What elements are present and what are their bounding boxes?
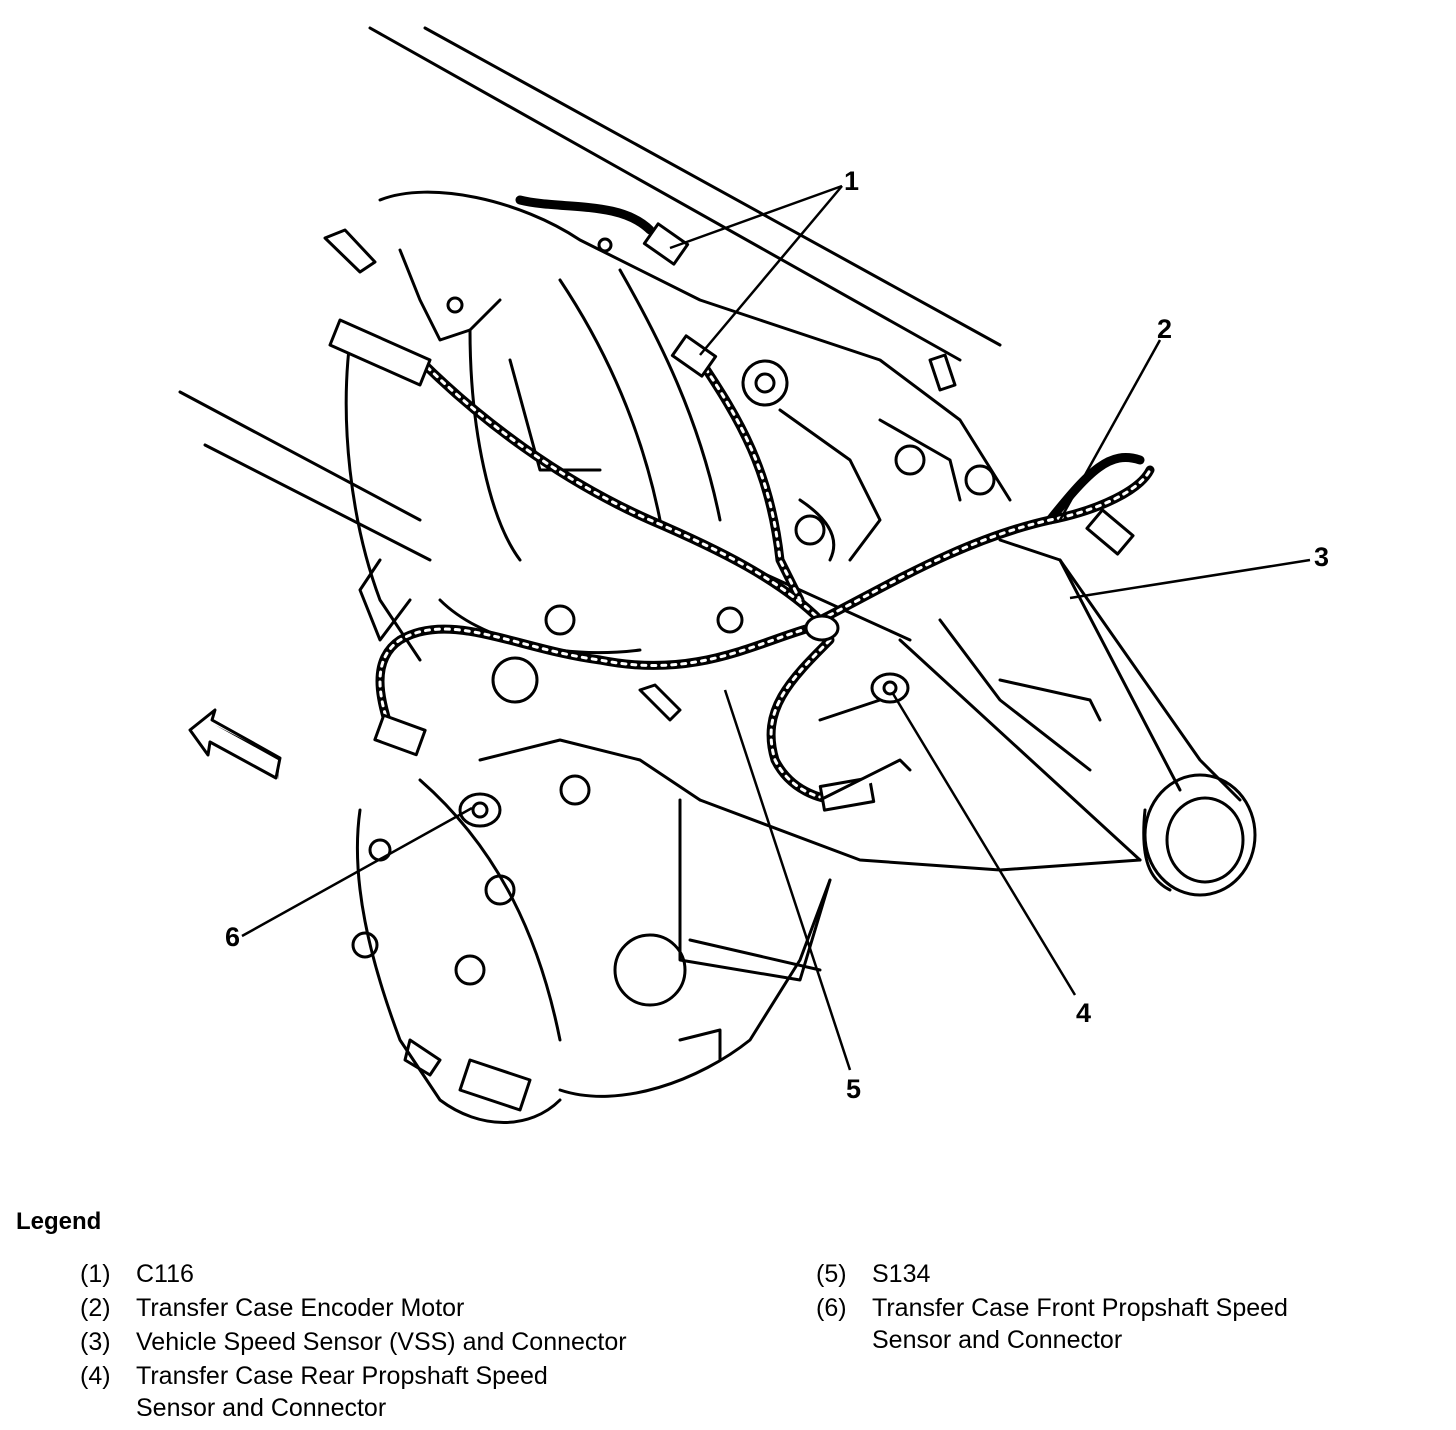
vent-tube [328, 318, 432, 387]
transmission-housing [344, 190, 1012, 662]
housing-bolts [323, 228, 996, 986]
legend-item-label: Transfer Case Encoder Motor [136, 1294, 465, 1322]
frame-rail [178, 26, 1002, 642]
legend-item-number: (4) [80, 1362, 111, 1390]
legend-item-label: Transfer Case Rear Propshaft Speed Senso… [136, 1362, 548, 1422]
legend-item-label: C116 [136, 1260, 194, 1288]
callout-5: 5 [846, 1074, 861, 1104]
connector-c116-lower [670, 334, 718, 378]
legend-item-number: (6) [816, 1294, 847, 1322]
rear-speed-sensor [870, 672, 910, 704]
wiring-harness [375, 195, 1155, 805]
rear-output-housing [898, 538, 1257, 897]
legend-item: (2) Transfer Case Encoder Motor [80, 1292, 720, 1324]
connector-c116-upper [642, 222, 690, 266]
connector-vss [1085, 508, 1135, 556]
callout-leaders [241, 184, 1311, 1071]
callout-3: 3 [1314, 542, 1329, 572]
legend-item: (4) Transfer Case Rear Propshaft Speed S… [80, 1360, 720, 1424]
callout-6: 6 [225, 922, 240, 952]
legend-item: (6) Transfer Case Front Propshaft Speed … [816, 1292, 1436, 1356]
legend: Legend (1) C116 (2) Transfer Case Encode… [16, 1208, 1436, 1422]
legend-title: Legend [16, 1208, 102, 1235]
callout-4: 4 [1076, 998, 1091, 1028]
legend-item: (5) S134 [816, 1258, 1436, 1290]
legend-item: (1) C116 [80, 1258, 720, 1290]
forward-arrow-icon [188, 708, 282, 780]
legend-item-label: Transfer Case Front Propshaft Speed Sens… [872, 1294, 1288, 1354]
legend-column-left: (1) C116 (2) Transfer Case Encoder Motor… [80, 1258, 720, 1426]
transfer-case-housing [351, 698, 1142, 1124]
connector-rear-speed-sensor [818, 758, 912, 812]
harness-inner [378, 358, 1152, 802]
legend-item-number: (1) [80, 1260, 111, 1288]
legend-column-right: (5) S134 (6) Transfer Case Front Propsha… [816, 1258, 1436, 1358]
legend-item-number: (5) [816, 1260, 847, 1288]
legend-item-label: S134 [872, 1260, 931, 1288]
splice-s134 [804, 614, 840, 642]
front-speed-sensor [458, 792, 502, 828]
transfer-case-illustration: 1 2 3 4 5 6 [178, 26, 1329, 1124]
connector-front-speed-sensor [373, 713, 427, 757]
legend-item-number: (2) [80, 1294, 111, 1322]
legend-item: (3) Vehicle Speed Sensor (VSS) and Conne… [80, 1326, 720, 1358]
legend-item-number: (3) [80, 1328, 111, 1356]
callout-1: 1 [844, 166, 859, 196]
callout-2: 2 [1157, 314, 1172, 344]
legend-item-label: Vehicle Speed Sensor (VSS) and Connector [136, 1328, 627, 1356]
